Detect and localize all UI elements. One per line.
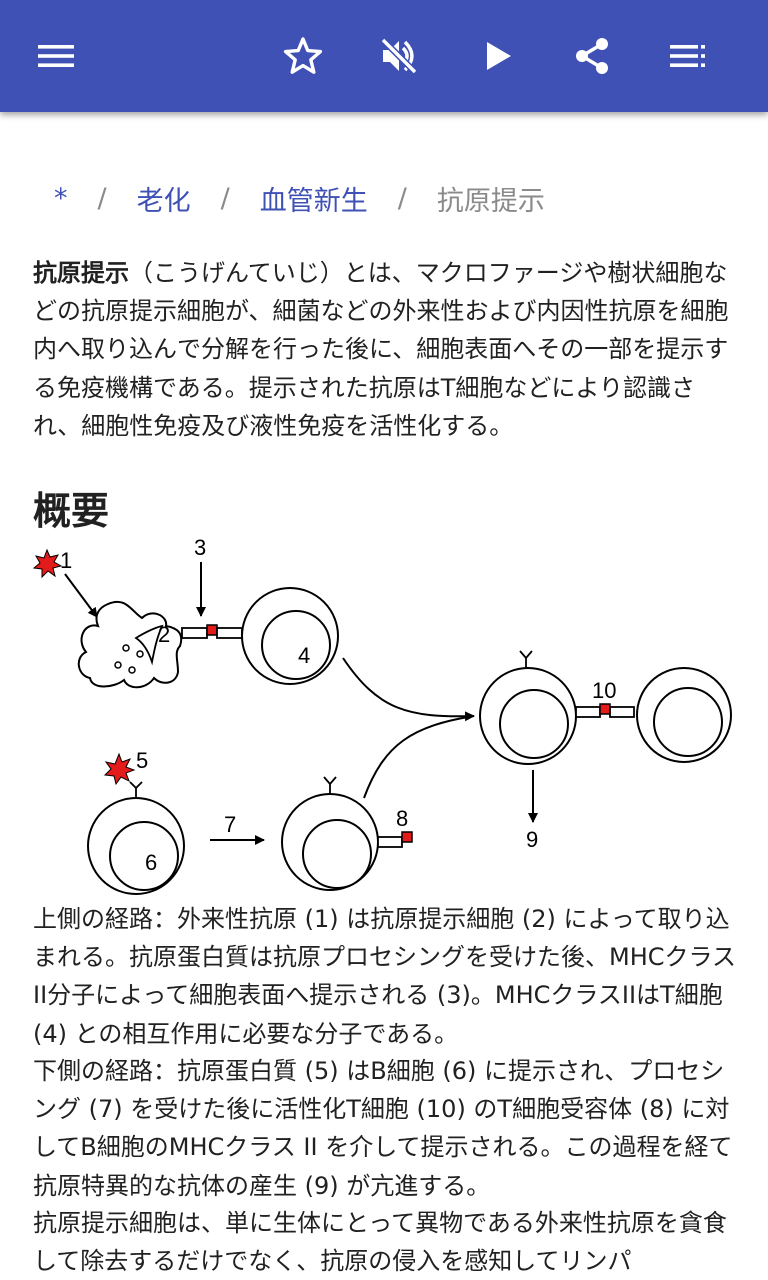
intro-term: 抗原提示 [33, 259, 129, 287]
menu-icon [38, 45, 74, 67]
breadcrumb-item-root[interactable]: * [54, 182, 68, 214]
b-cell-presenting-nucleus [302, 819, 372, 889]
t-cell-receptor-10 [609, 706, 635, 718]
vesicle [122, 644, 130, 652]
breadcrumb-item-current: 抗原提示 [436, 185, 545, 217]
receptor-y-5 [129, 781, 143, 798]
contents-button[interactable] [660, 28, 716, 84]
antigen-peptide-3 [206, 624, 218, 636]
antigen-star-1 [32, 548, 63, 579]
breadcrumb-item-aging[interactable]: 老化 [136, 185, 191, 217]
label-10: 10 [592, 678, 616, 703]
vesicle [136, 650, 144, 658]
caption-lower-pathway: 下側の経路：抗原蛋白質 (5) はB細胞 (6) に提示され、プロセシング (7… [33, 1057, 733, 1200]
label-9: 9 [526, 827, 538, 852]
breadcrumb-item-angiogenesis[interactable]: 血管新生 [259, 185, 368, 217]
bookmark-button[interactable] [275, 28, 331, 84]
share-button[interactable] [564, 28, 620, 84]
t-cell-4-nucleus [261, 610, 331, 680]
label-2: 2 [158, 622, 170, 647]
antigen-star-5 [103, 752, 136, 786]
share-icon [576, 38, 608, 74]
play-button[interactable] [470, 28, 526, 84]
antigen-peptide-8 [401, 831, 413, 843]
star-outline-icon [283, 37, 323, 74]
b-cell-6-nucleus [109, 821, 179, 891]
breadcrumb-separator: / [397, 182, 407, 214]
phagosome [134, 624, 164, 666]
label-5: 5 [136, 748, 148, 773]
volume-off-icon [380, 37, 418, 75]
breadcrumb-separator: / [97, 182, 107, 214]
caption-upper-pathway: 上側の経路：外来性抗原 (1) は抗原提示細胞 (2) によって取り込まれる。抗… [33, 905, 737, 1048]
mhc-class-ii-10 [575, 706, 601, 718]
arrow-8-to-10 [363, 715, 475, 799]
receptor-y-8 [323, 776, 337, 794]
arrow-4-to-10 [342, 657, 475, 722]
antigen-presentation-diagram: 1 2 3 4 10 9 5 6 7 8 [32, 535, 732, 895]
breadcrumb-separator: / [220, 182, 230, 214]
vesicle [128, 666, 136, 674]
t-cell-right-nucleus [653, 687, 723, 757]
label-6: 6 [145, 850, 157, 875]
mhc-class-ii-8 [377, 836, 403, 848]
play-icon [487, 42, 511, 70]
label-4: 4 [298, 643, 310, 668]
activated-t-cell-nucleus [499, 689, 569, 759]
breadcrumb: * / 老化 / 血管新生 / 抗原提示 [54, 176, 545, 220]
label-7: 7 [224, 812, 236, 837]
caption-apc-description: 抗原提示細胞は、単に生体にとって異物である外来性抗原を貪食して除去するだけでなく… [33, 1209, 727, 1276]
intro-text: （こうげんていじ）とは、マクロファージや樹状細胞などの抗原提示細胞が、細菌などの… [33, 259, 729, 440]
mute-button[interactable] [371, 28, 427, 84]
label-1: 1 [60, 548, 72, 573]
receptor-y-10 [519, 650, 533, 668]
app-bar [0, 0, 768, 112]
mhc-class-ii [181, 627, 208, 639]
section-title: 概要 [33, 489, 110, 533]
label-8: 8 [396, 806, 408, 831]
label-3: 3 [194, 535, 206, 560]
antigen-peptide-10 [599, 703, 611, 715]
menu-button[interactable] [28, 28, 84, 84]
t-cell-receptor [216, 627, 243, 639]
vesicle [114, 661, 122, 669]
arrow-1-to-2 [64, 573, 98, 618]
antigen-presenting-cell [77, 600, 183, 689]
intro-paragraph: 抗原提示（こうげんていじ）とは、マクロファージや樹状細胞などの抗原提示細胞が、細… [33, 254, 738, 445]
playlist-icon [670, 45, 705, 67]
